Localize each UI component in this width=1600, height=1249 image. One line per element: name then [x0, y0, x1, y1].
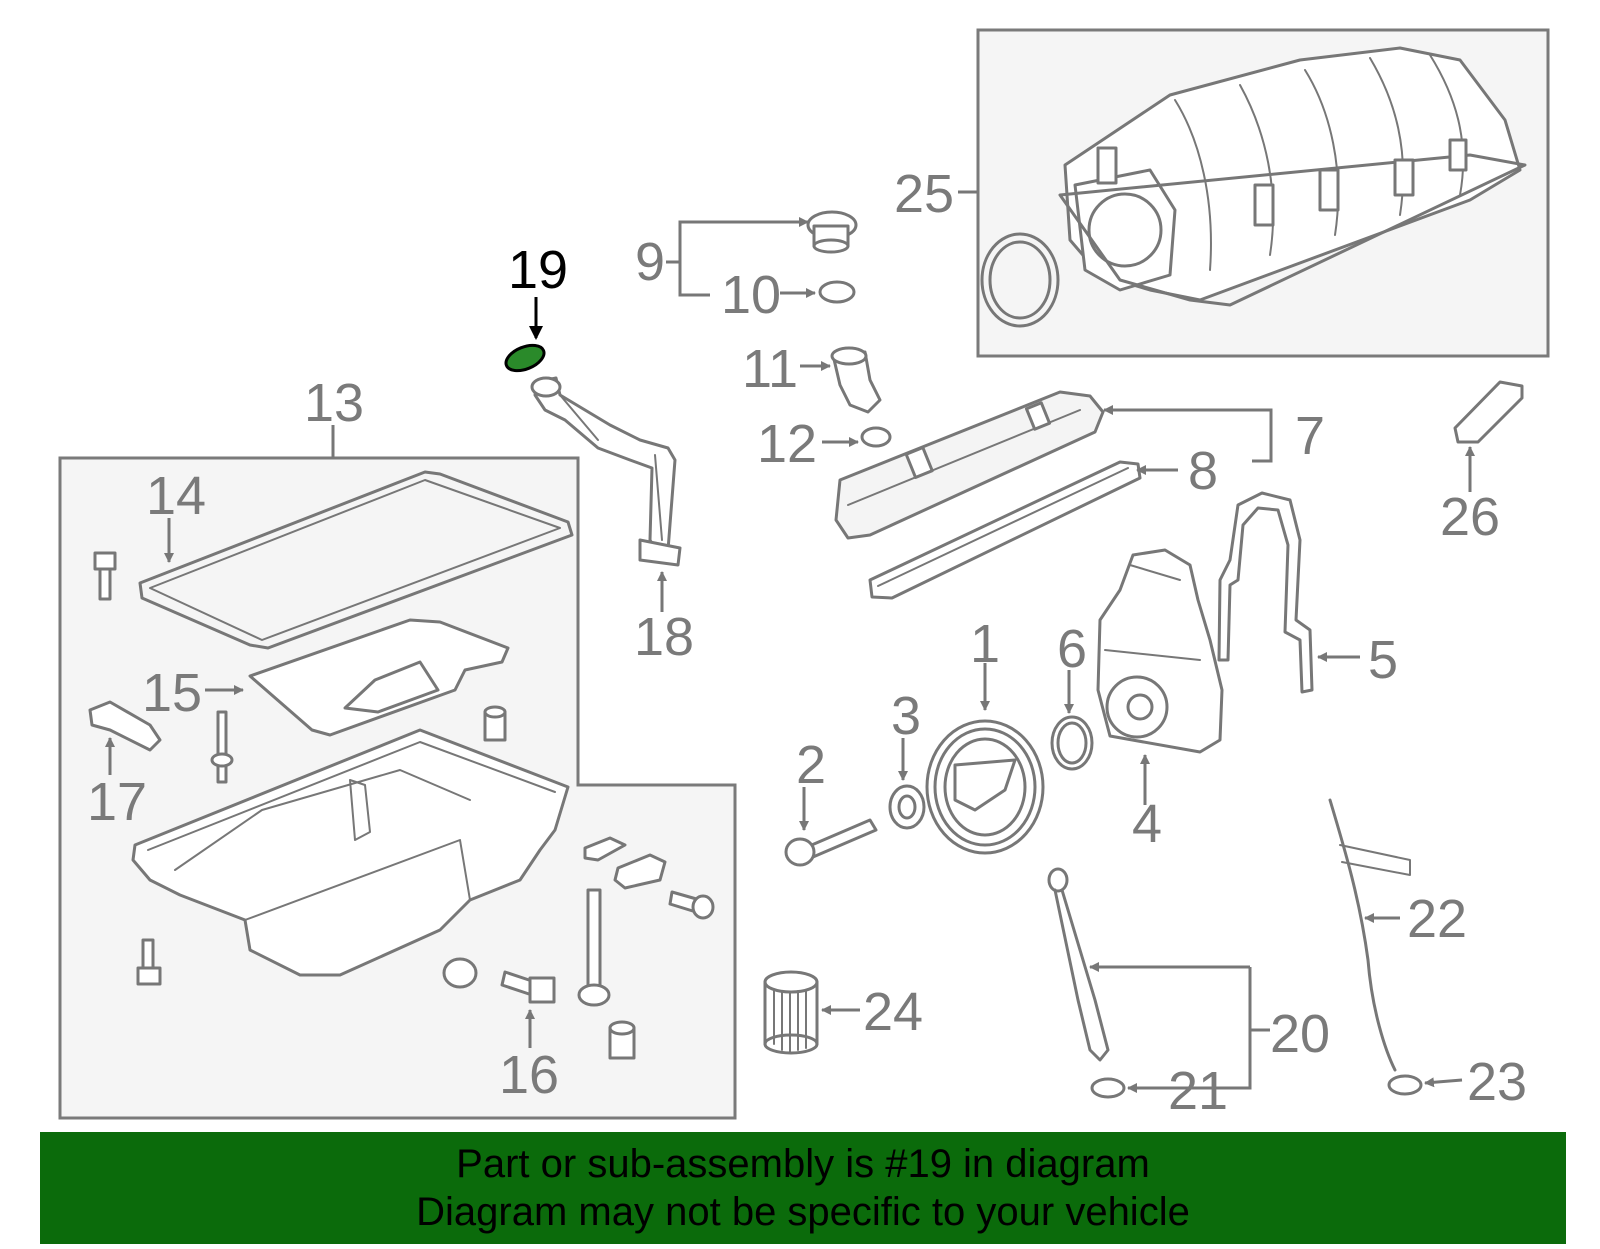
callout-2: 2 [796, 735, 826, 795]
callout-5: 5 [1368, 630, 1398, 690]
dipstick-tube-part [1328, 798, 1411, 1072]
pan-bolt-lower-left [136, 938, 162, 986]
gasket-part-26 [1453, 380, 1524, 444]
callout-12: 12 [757, 414, 817, 474]
callout-11: 11 [742, 339, 798, 399]
callout-15: 15 [142, 663, 202, 723]
oil-pickup-tube-part [530, 376, 682, 567]
callout-4: 4 [1132, 794, 1162, 854]
balancer-washer-part [888, 784, 926, 830]
callout-8: 8 [1188, 441, 1218, 501]
oil-filter-part [763, 970, 819, 1055]
callout-6: 6 [1057, 619, 1087, 679]
callout-3: 3 [891, 686, 921, 746]
callout-26: 26 [1440, 487, 1500, 547]
front-seal-part [1050, 715, 1094, 771]
callout-23: 23 [1467, 1052, 1527, 1112]
oil-filler-cap-part [806, 210, 858, 254]
callout-7: 7 [1295, 406, 1325, 466]
pan-bolt-right [668, 890, 715, 920]
callout-1: 1 [970, 614, 1000, 674]
highlighted-part-19-seal [504, 343, 546, 373]
valve-cover-gasket-part [868, 460, 1142, 600]
banner-line-2: Diagram may not be specific to your vehi… [416, 1190, 1190, 1234]
oil-fill-tube-part [830, 346, 882, 414]
crankshaft-balancer-part [925, 719, 1045, 855]
parts-diagram: 1 2 3 4 5 6 7 8 9 10 11 12 13 14 15 16 1… [58, 28, 1550, 1121]
callout-21: 21 [1168, 1061, 1228, 1121]
pan-stud-part [210, 710, 234, 784]
dipstick-tube-seal-part [1387, 1074, 1423, 1096]
long-pan-bolt-part [577, 888, 611, 1007]
oil-pan-part [131, 728, 570, 977]
info-banner: Part or sub-assembly is #19 in diagram D… [40, 1132, 1566, 1244]
intake-manifold-part [980, 46, 1527, 328]
oil-pan-gasket-part [138, 470, 574, 650]
callout-25: 25 [894, 164, 954, 224]
banner-line-1: Part or sub-assembly is #19 in diagram [456, 1142, 1150, 1186]
callout-20: 20 [1270, 1004, 1330, 1064]
callout-14: 14 [146, 466, 206, 526]
pan-cap-part [608, 1020, 636, 1060]
front-cover-gasket-part [1217, 491, 1314, 694]
fill-tube-seal-part [860, 426, 892, 448]
pan-plug-part [483, 705, 507, 742]
front-cover-part [1096, 548, 1224, 754]
oil-pressure-sensor-part [88, 700, 162, 752]
callout-13: 13 [304, 373, 364, 433]
drain-plug-part [500, 970, 556, 1004]
callout-18: 18 [634, 607, 694, 667]
callout-19-highlighted: 19 [508, 240, 568, 300]
dipstick-seal-part [1090, 1077, 1126, 1099]
callout-16: 16 [499, 1045, 559, 1105]
callout-9: 9 [635, 232, 665, 292]
valve-cover-part [834, 390, 1105, 540]
pan-cover-plate-part [583, 836, 627, 862]
pan-bracket-part [613, 853, 667, 890]
filler-cap-seal-part [818, 280, 856, 304]
callout-22: 22 [1407, 889, 1467, 949]
callout-24: 24 [863, 982, 923, 1042]
callout-10: 10 [721, 265, 781, 325]
balancer-bolt-part [784, 818, 878, 867]
oil-pan-baffle-part [248, 618, 510, 737]
pan-bolt-upper-left [93, 551, 117, 601]
callout-17: 17 [87, 772, 147, 832]
pan-bushing-part [442, 957, 478, 989]
dipstick-part [1047, 867, 1110, 1062]
